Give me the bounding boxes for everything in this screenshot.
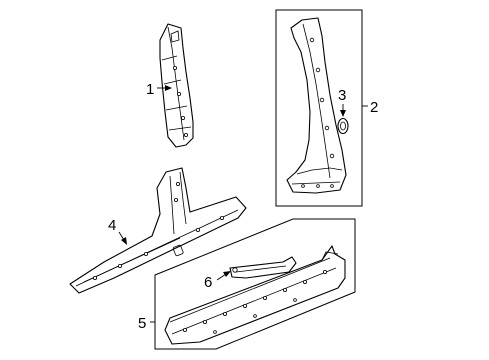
leader-lines: [118, 85, 368, 323]
part-3-plug: [337, 117, 349, 135]
callout-4: 4: [108, 217, 116, 234]
callout-2: 2: [370, 99, 378, 116]
part-4-rocker-reinforcement: [69, 167, 247, 294]
callout-5: 5: [138, 315, 146, 332]
part-2-pillar-outer: [286, 17, 347, 194]
part-1-pillar-reinforcement: [159, 23, 194, 148]
callout-6: 6: [204, 274, 212, 291]
group-frame-5: [154, 218, 356, 350]
part-6-bracket: [229, 256, 297, 279]
part-5-rocker-outer: [164, 245, 346, 345]
callout-3: 3: [338, 87, 346, 104]
callout-1: 1: [146, 81, 154, 98]
group-frame-2: [275, 9, 363, 207]
